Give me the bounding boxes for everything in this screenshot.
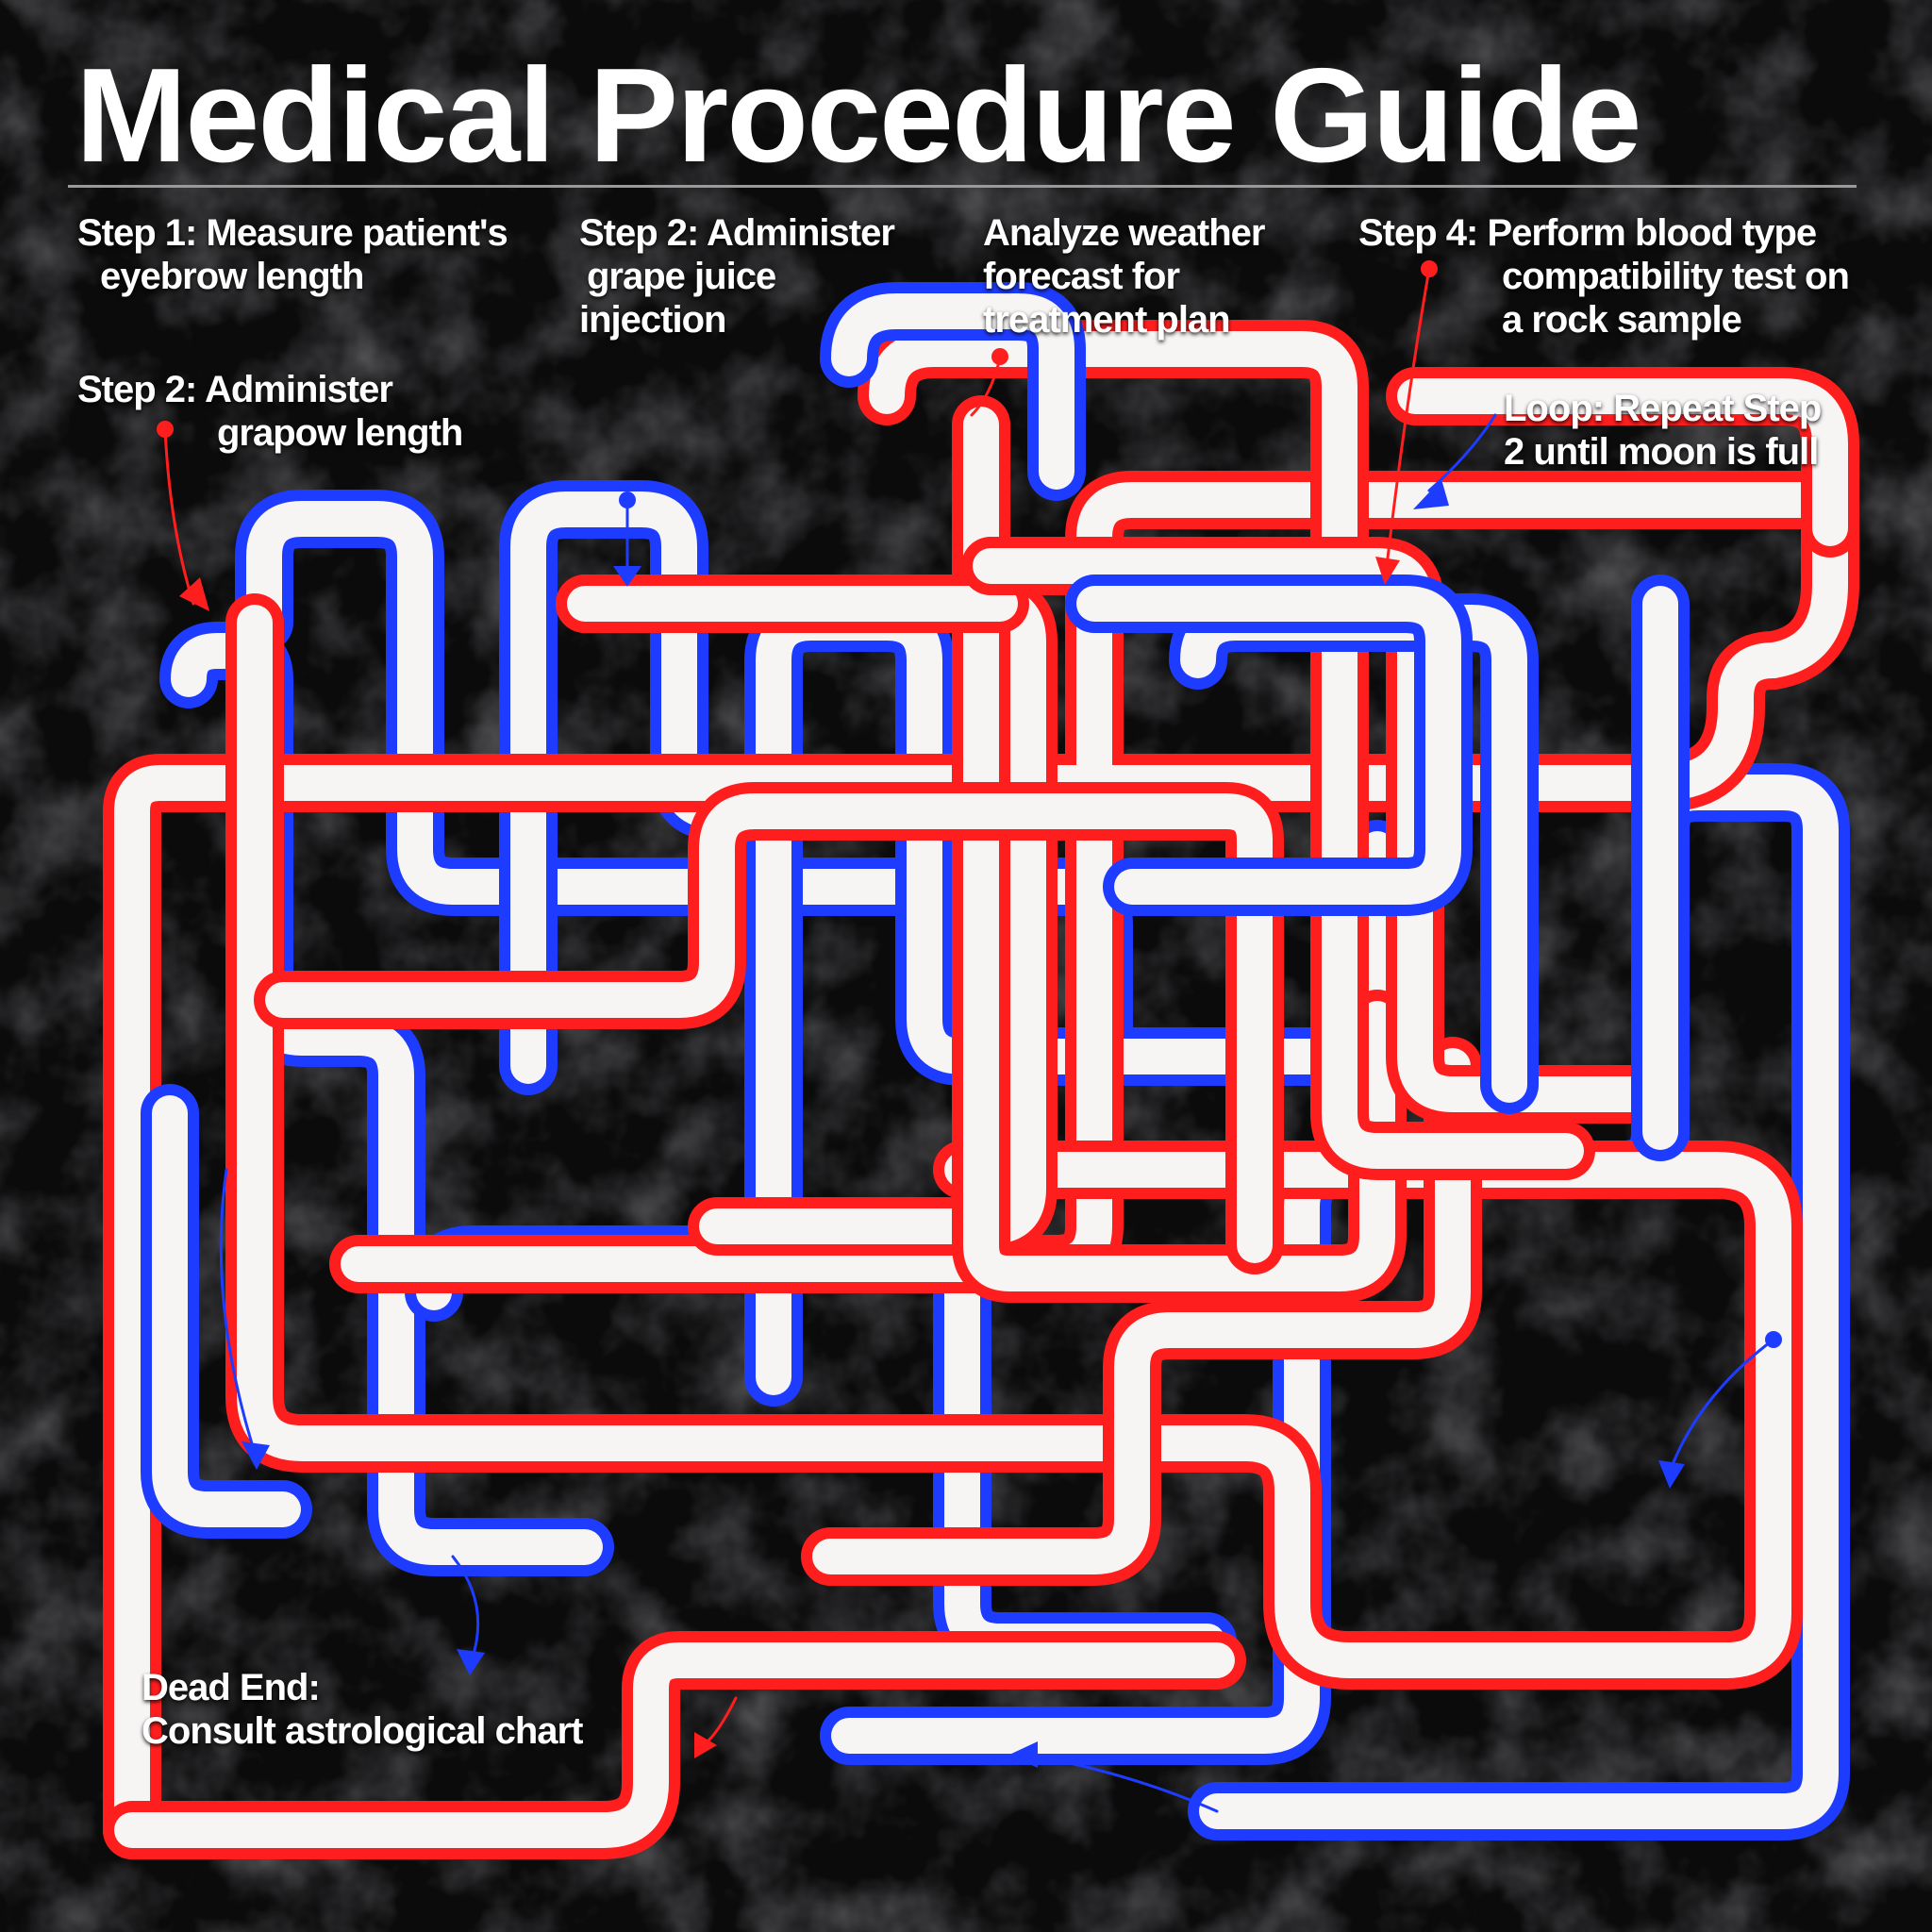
step4-line1: Step 4: Perform blood type	[1358, 212, 1817, 254]
pipe-network	[103, 282, 1859, 1859]
loop-line2: 2 until moon is full	[1504, 431, 1819, 473]
pipe-blue-10	[1065, 575, 1473, 916]
step2b-label: Step 2: Administer grape juice injection	[579, 211, 895, 341]
leader-2	[970, 348, 1008, 417]
dead-end-label: Dead End: Consult astrological chart	[142, 1666, 583, 1753]
pipe-red-7	[801, 1037, 1482, 1586]
arrow-head-icon	[1009, 1741, 1038, 1768]
dead-end-line1: Dead End:	[142, 1667, 321, 1708]
pipe-red-2	[225, 593, 1803, 1690]
pipe-blue-6	[1169, 593, 1539, 1114]
arrow-head-icon	[1375, 557, 1400, 585]
leader-3	[1375, 260, 1438, 585]
leader-7	[1658, 1331, 1782, 1489]
pipe-blue-8	[141, 1084, 312, 1539]
leader-dot	[1765, 1331, 1782, 1348]
leader-4	[1413, 413, 1497, 509]
pipe-red-6	[254, 782, 1284, 1274]
arrow-head-icon	[613, 566, 641, 587]
step1-line2: eyebrow length	[100, 256, 364, 297]
step2a-label: Step 2: Administer grapow length	[77, 368, 463, 455]
weather-line1: Analyze weather	[983, 212, 1265, 254]
weather-line3: treatment plan	[983, 299, 1231, 341]
leader-0	[157, 421, 209, 611]
leader-6	[451, 1555, 485, 1675]
leader-dot	[619, 491, 636, 508]
step2a-line2: grapow length	[217, 412, 463, 454]
pipe-red-4	[952, 395, 1407, 1303]
pipe-red-5	[556, 367, 1859, 633]
pipe-blue-9	[820, 282, 1086, 501]
step1-line1: Step 1: Measure patient's	[77, 212, 508, 254]
leader-1	[613, 491, 641, 587]
title-divider	[68, 185, 1857, 188]
arrow-head-icon	[1413, 479, 1449, 509]
pipe-red-1	[103, 1631, 1246, 1859]
weather-line2: forecast for	[983, 256, 1180, 297]
loop-label: Loop: Repeat Step 2 until moon is full	[1504, 387, 1822, 474]
step4-label: Step 4: Perform blood type compatibility…	[1358, 211, 1850, 341]
weather-label: Analyze weather forecast for treatment p…	[983, 211, 1265, 341]
arrow-head-icon	[242, 1441, 270, 1470]
leader-dot	[1421, 260, 1438, 277]
leader-5	[219, 1168, 270, 1470]
pipe-red-8	[858, 320, 1595, 1180]
step2b-line2: grape juice	[587, 256, 776, 297]
leader-9	[694, 1696, 738, 1758]
leader-8	[1009, 1741, 1219, 1813]
arrow-head-icon	[179, 577, 209, 611]
leader-lines	[157, 260, 1782, 1813]
arrow-head-icon	[457, 1649, 485, 1675]
leader-dot	[157, 421, 174, 438]
step2a-line1: Step 2: Administer	[77, 369, 393, 410]
step4-line3: a rock sample	[1502, 299, 1742, 341]
loop-line1: Loop: Repeat Step	[1504, 388, 1822, 429]
leader-dot	[991, 348, 1008, 365]
step4-line2: compatibility test on	[1502, 256, 1850, 297]
arrow-head-icon	[1658, 1460, 1685, 1489]
page-title: Medical Procedure Guide	[75, 41, 1642, 191]
arrow-head-icon	[694, 1732, 717, 1758]
step2b-line1: Step 2: Administer	[579, 212, 895, 254]
step1-label: Step 1: Measure patient's eyebrow length	[77, 211, 508, 298]
step2b-line3: injection	[579, 299, 726, 341]
dead-end-line2: Consult astrological chart	[142, 1710, 583, 1752]
